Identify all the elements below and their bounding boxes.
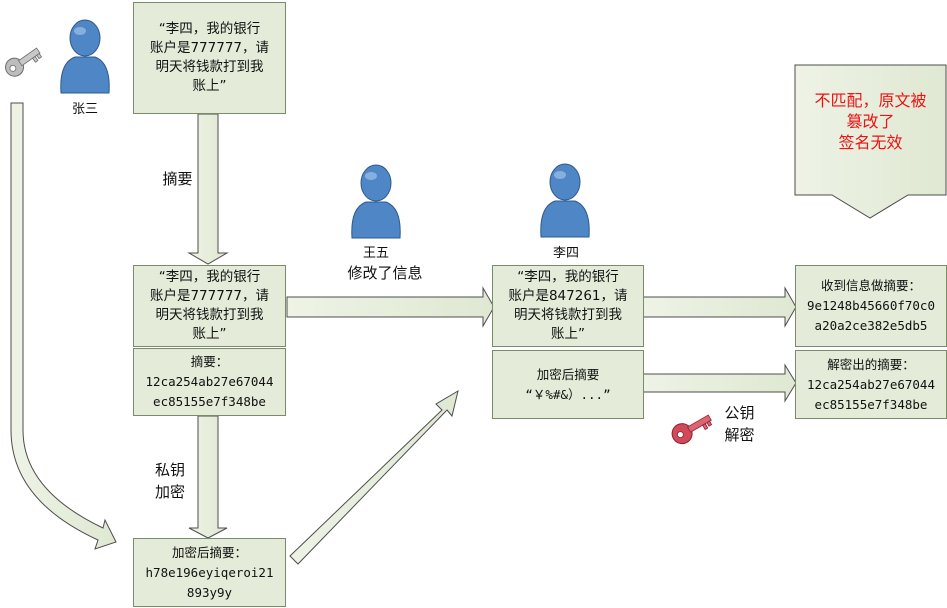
arrow-tamper-right <box>286 286 495 328</box>
arrow-curve-left <box>10 102 117 550</box>
result-callout-arrow <box>794 64 947 219</box>
arrow-encrypt-down <box>188 415 228 539</box>
public-key-decrypt-label: 公钥 解密 <box>724 404 755 444</box>
received-encrypted-digest-box: 加密后摘要 “￥%#&）...” <box>492 350 644 419</box>
private-key-icon <box>5 47 42 77</box>
decrypted-digest-box: 解密出的摘要： 12ca254ab27e67044 ec85155e7f348b… <box>795 350 947 419</box>
person-name-zhangsan: 张三 <box>71 102 98 117</box>
arrow-send-diagonal <box>289 389 459 565</box>
result-text: 不匹配，原文被 篡改了 签名无效 <box>814 91 927 152</box>
message-copy-box: “李四，我的银行 账户是777777，请 明天将钱款打到我 账上” <box>133 265 286 347</box>
user-icon-zhangsan <box>60 19 110 94</box>
digest-step-label: 摘要 <box>162 170 193 188</box>
public-key-icon <box>671 414 713 445</box>
tampered-message-box: “李四，我的银行 账户是847261，请 明天将钱款打到我 账上” <box>492 265 644 347</box>
received-digest-box: 收到信息做摘要： 9e1248b45660f70c0 a20a2ce382e5d… <box>795 265 947 347</box>
private-key-encrypt-label: 私钥 加密 <box>154 461 185 501</box>
digest-box: 摘要： 12ca254ab27e67044 ec85155e7f348be <box>133 348 286 416</box>
tamper-note-label: 修改了信息 <box>347 264 423 282</box>
user-icon-wangwu <box>351 164 401 239</box>
arrow-digest-down <box>187 113 229 265</box>
encrypted-digest-box: 加密后摘要： h78e196eyiqeroi21 893y9y <box>133 538 286 607</box>
person-name-wangwu: 王五 <box>362 246 389 261</box>
person-name-lisi: 李四 <box>552 246 579 261</box>
arrow-digest-right <box>642 286 797 328</box>
original-message-box: “李四，我的银行 账户是777777，请 明天将钱款打到我 账上” <box>133 2 286 114</box>
user-icon-lisi <box>540 163 590 238</box>
arrow-decrypt-right <box>642 363 797 403</box>
